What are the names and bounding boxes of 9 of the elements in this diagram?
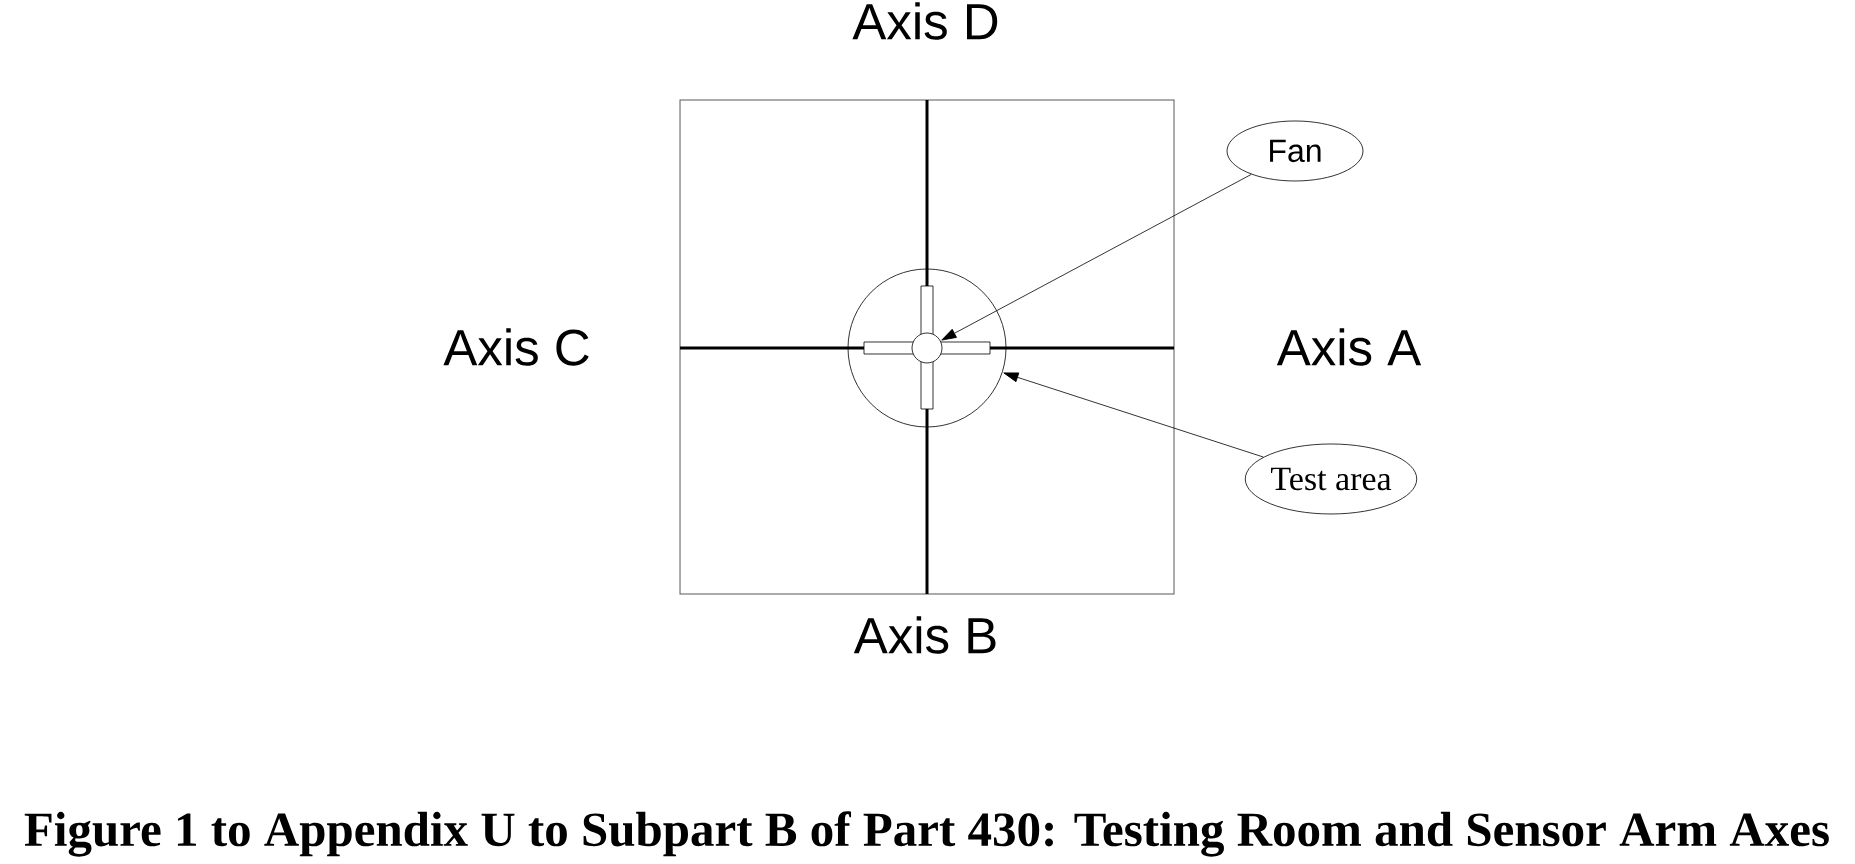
leader-arrow [941,174,1252,341]
fan-hub [911,332,943,364]
test-area-circle [847,268,1007,428]
leader-arrow [1003,372,1264,458]
figure-caption: Figure 1 to Appendix U to Subpart B of Part 430: Testing Room and Sensor Arm Axes [24,811,1829,857]
axis-label: Axis A [1276,328,1422,366]
axis-label: Axis B [853,616,996,654]
axis-label: Axis D [852,2,998,40]
axis-label: Axis C [443,328,589,366]
